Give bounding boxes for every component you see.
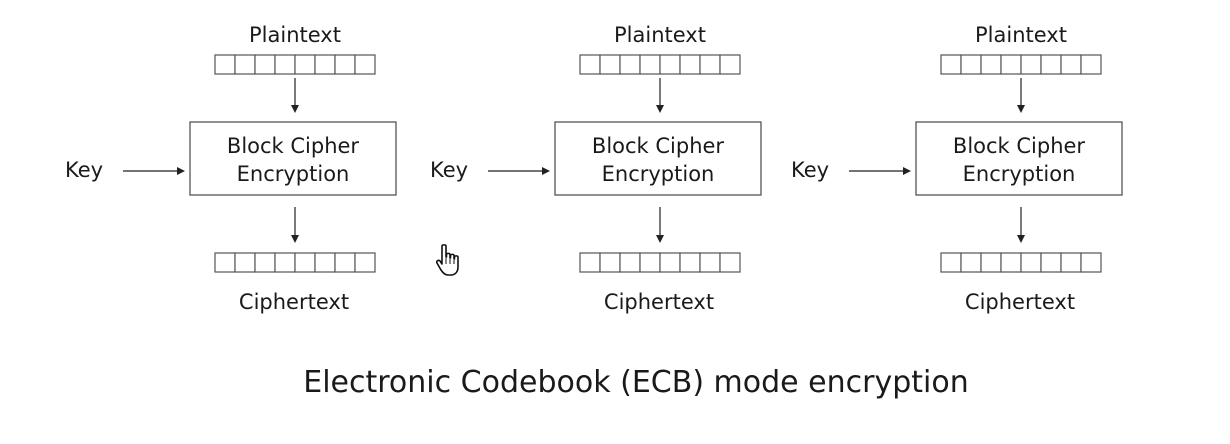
block-cipher-box bbox=[554, 121, 762, 196]
plaintext-register bbox=[214, 54, 376, 75]
ciphertext-label: Ciphertext bbox=[604, 290, 714, 314]
ecb-block-1: Plaintext Block Cipher Encryption Key Ci… bbox=[65, 23, 397, 314]
ciphertext-register bbox=[579, 252, 741, 273]
arrow-plaintext-to-cipher bbox=[656, 78, 664, 113]
ciphertext-label: Ciphertext bbox=[965, 290, 1075, 314]
arrow-key-to-cipher bbox=[849, 167, 911, 175]
ecb-block-3: Plaintext Block Cipher Encryption Key Ci… bbox=[791, 23, 1123, 314]
block-cipher-label: Block Cipher bbox=[953, 134, 1086, 158]
ciphertext-register bbox=[214, 252, 376, 273]
key-label: Key bbox=[791, 158, 829, 182]
plaintext-label: Plaintext bbox=[614, 23, 706, 47]
plaintext-register bbox=[579, 54, 741, 75]
encryption-label: Encryption bbox=[963, 162, 1076, 186]
plaintext-register bbox=[940, 54, 1102, 75]
encryption-label: Encryption bbox=[237, 162, 350, 186]
ciphertext-label: Ciphertext bbox=[239, 290, 349, 314]
key-label: Key bbox=[430, 158, 468, 182]
block-cipher-label: Block Cipher bbox=[592, 134, 725, 158]
arrow-cipher-to-ciphertext bbox=[291, 207, 299, 243]
ciphertext-register bbox=[940, 252, 1102, 273]
diagram-caption: Electronic Codebook (ECB) mode encryptio… bbox=[303, 365, 968, 400]
ecb-block-2: Plaintext Block Cipher Encryption Key Ci… bbox=[430, 23, 762, 314]
block-cipher-label: Block Cipher bbox=[227, 134, 360, 158]
arrow-cipher-to-ciphertext bbox=[1017, 207, 1025, 243]
arrow-key-to-cipher bbox=[488, 167, 550, 175]
encryption-label: Encryption bbox=[602, 162, 715, 186]
key-label: Key bbox=[65, 158, 103, 182]
arrow-plaintext-to-cipher bbox=[291, 78, 299, 113]
block-cipher-box bbox=[189, 121, 397, 196]
plaintext-label: Plaintext bbox=[975, 23, 1067, 47]
arrow-cipher-to-ciphertext bbox=[656, 207, 664, 243]
arrow-plaintext-to-cipher bbox=[1017, 78, 1025, 113]
plaintext-label: Plaintext bbox=[249, 23, 341, 47]
arrow-key-to-cipher bbox=[123, 167, 185, 175]
block-cipher-box bbox=[915, 121, 1123, 196]
hand-pointer-icon bbox=[435, 244, 459, 276]
